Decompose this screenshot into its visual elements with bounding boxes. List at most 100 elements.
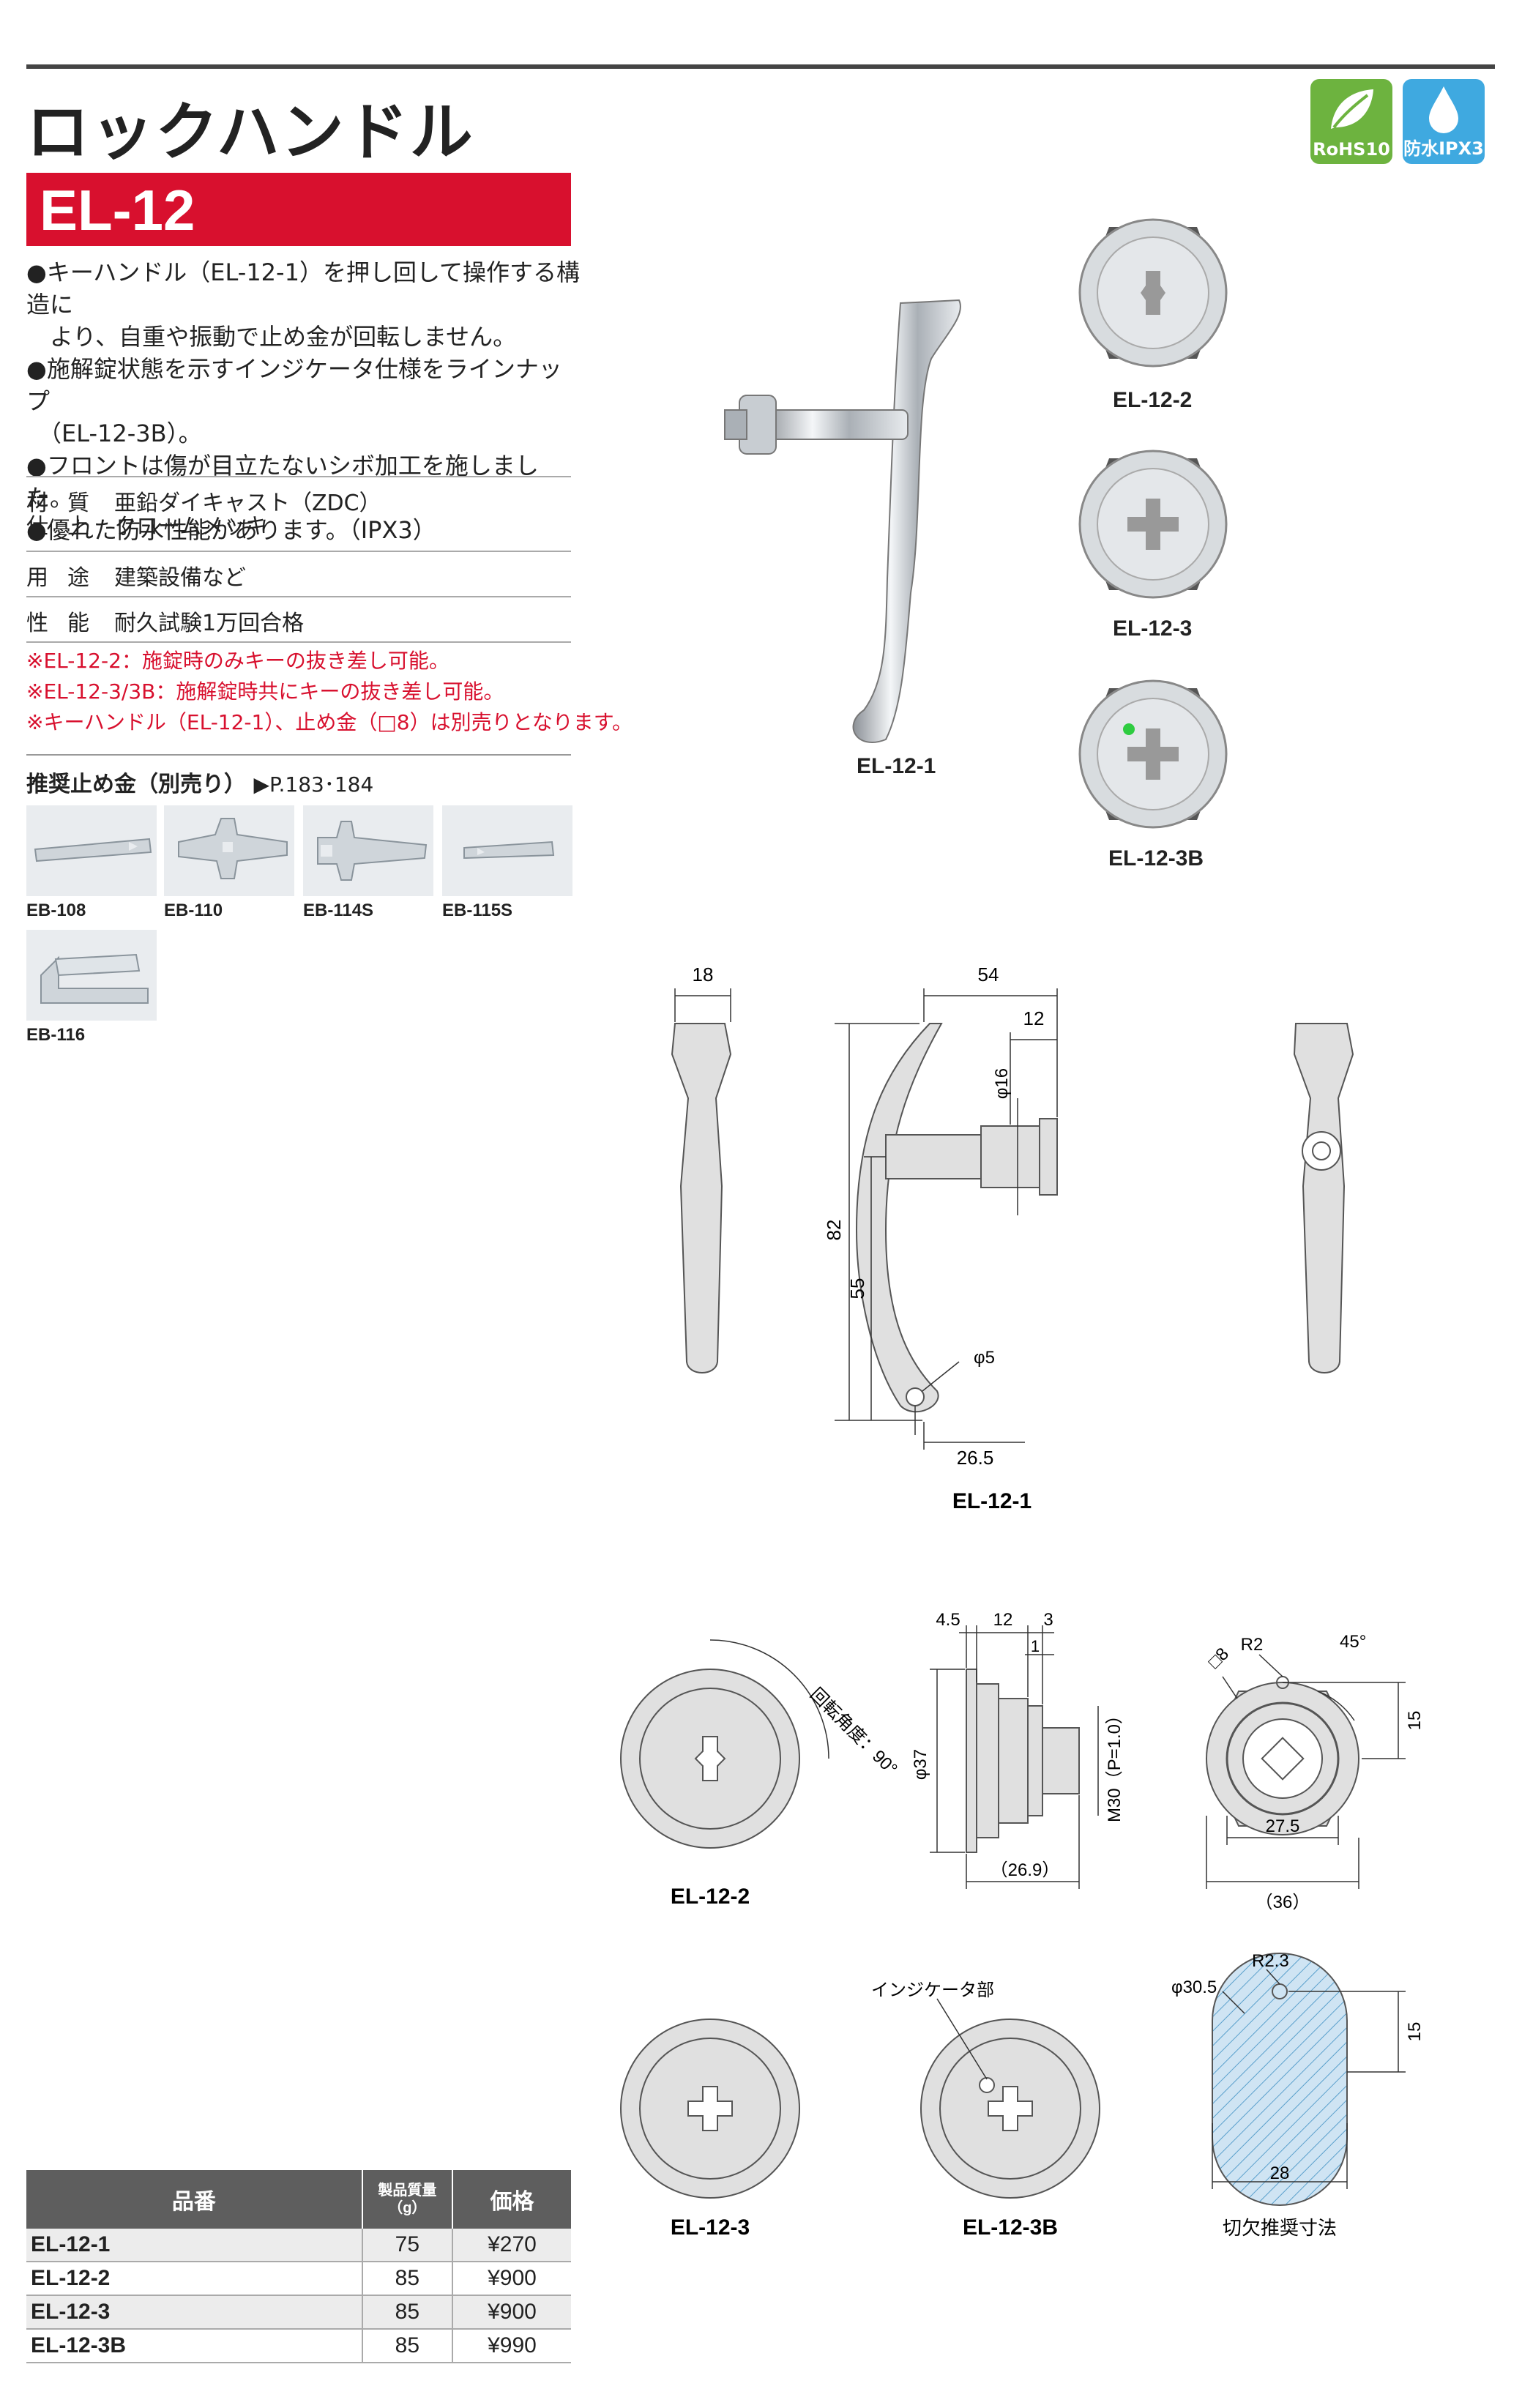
cell-part: EL-12-2 (26, 2262, 362, 2296)
header-price: 価格 (452, 2170, 571, 2229)
indicator-label: インジケータ部 (871, 1980, 994, 2000)
model-banner: EL-12 (26, 173, 571, 246)
table-row: EL-12-3B 85 ¥990 (26, 2329, 571, 2363)
dim-label: 4.5 (936, 1610, 960, 1630)
dim-label: 1 (1031, 1637, 1040, 1655)
drawing-label: EL-12-3B (963, 2215, 1058, 2240)
indicator-dot (1123, 723, 1135, 735)
feature-line: ●フロントは傷が目立たないシボ加工を施しました。 (26, 452, 539, 512)
dim-label: 55 (846, 1278, 868, 1300)
key-faces-drawing: EL-12-3 インジケータ部 EL-12-3B R2.3 φ30.5 15 2… (620, 1951, 1425, 2240)
stopper-label: EB-108 (26, 901, 86, 920)
spec-row-material: 材質 亜鉛ダイキャスト（ZDC） 仕上 クロームメッキ (26, 476, 571, 552)
page-reference: ▶P.183･184 (253, 772, 374, 797)
cylinder-el-12-2-photo (1078, 218, 1228, 368)
photo-label: EL-12-1 (857, 754, 936, 778)
dim-label: 15 (1405, 2022, 1425, 2042)
dim-label: （26.9） (991, 1860, 1060, 1880)
recommended-heading: 推奨止め金（別売り） ▶P.183･184 (26, 766, 373, 798)
cell-weight: 85 (361, 2262, 452, 2296)
drawing-label: EL-12-3 (671, 2215, 750, 2240)
price-table: 品番 製品質量（g） 価格 EL-12-1 75 ¥270 EL-12-2 85… (26, 2170, 571, 2363)
divider (26, 754, 571, 756)
dim-label: 15 (1405, 1711, 1425, 1731)
spec-value: 耐久試験1万回合格 (114, 611, 305, 636)
spec-key: 仕上 (26, 514, 108, 540)
recommended-title: 推奨止め金（別売り） (26, 772, 246, 797)
table-row: EL-12-3 85 ¥900 (26, 2295, 571, 2330)
note-line: ※EL-12-2：施錠時のみキーの抜き差し可能。 (26, 649, 449, 673)
dim-label: 54 (978, 963, 999, 985)
handle-photo (724, 299, 961, 743)
spec-key: 用途 (26, 565, 108, 591)
stopper-label: EB-116 (26, 1025, 86, 1045)
dim-label: φ16 (992, 1068, 1012, 1099)
table-row: EL-12-2 85 ¥900 (26, 2262, 571, 2296)
spec-key: 材質 (26, 491, 108, 516)
stopper-thumb-eb116 (26, 930, 157, 1021)
cell-weight: 85 (361, 2329, 452, 2363)
model-number: EL-12 (40, 178, 195, 242)
dim-label: φ5 (974, 1348, 995, 1368)
weight-unit: （g） (388, 2200, 427, 2216)
water-drop-icon (1429, 86, 1458, 133)
dim-label: R2 (1241, 1635, 1264, 1655)
spec-value: 亜鉛ダイキャスト（ZDC） (114, 491, 381, 516)
cell-part: EL-12-3 (26, 2295, 362, 2330)
photo-label: EL-12-2 (1113, 388, 1193, 412)
feature-list: ●キーハンドル（EL-12-1）を押し回して操作する構造に より、自重や振動で止… (26, 256, 583, 546)
dim-label: 12 (993, 1610, 1013, 1630)
stopper-label: EB-114S (303, 901, 374, 920)
photo-label: EL-12-3 (1113, 616, 1193, 641)
dim-label: 28 (1270, 2163, 1290, 2183)
note-line: ※EL-12-3/3B：施解錠時共にキーの抜き差し可能。 (26, 679, 504, 704)
spec-table: 材質 亜鉛ダイキャスト（ZDC） 仕上 クロームメッキ 用途 建築設備など 性能… (26, 476, 571, 643)
drawing-label: EL-12-1 (952, 1489, 1032, 1513)
cell-price: ¥900 (451, 2262, 571, 2296)
cylinder-drawing: 回転角度：90° EL-12-2 4.5 12 3 1 φ37 M30（P=1.… (620, 1610, 1425, 1912)
spec-value: 建築設備など (114, 565, 246, 591)
stopper-thumb-eb108 (26, 805, 157, 896)
header-part: 品番 (26, 2170, 363, 2229)
stopper-icon (463, 840, 555, 860)
dim-label: 3 (1043, 1610, 1053, 1630)
weight-title: 製品質量 (378, 2183, 437, 2199)
drawing-label: EL-12-2 (671, 1885, 750, 1909)
cylinder-el-12-3b-photo (1078, 679, 1228, 829)
feature-line: （EL-12-3B）。 (26, 420, 202, 447)
cell-weight: 85 (361, 2295, 452, 2330)
cylinder-el-12-3-photo (1078, 450, 1228, 599)
page-title: ロックハンドル (26, 96, 474, 169)
rohs-badge: RoHS10 (1310, 79, 1392, 164)
stopper-icon (34, 838, 152, 862)
feature-line: ●施解錠状態を示すインジケータ仕様をラインナップ (26, 355, 562, 415)
dim-label: φ37 (911, 1749, 930, 1780)
feature-line: ●キーハンドル（EL-12-1）を押し回して操作する構造に (26, 258, 580, 318)
table-row: EL-12-1 75 ¥270 (26, 2229, 571, 2262)
dim-label: 45° (1340, 1632, 1366, 1652)
stopper-icon (40, 953, 149, 1004)
cell-price: ¥270 (451, 2229, 571, 2262)
dim-label: 82 (823, 1220, 845, 1241)
top-rule (26, 64, 1495, 69)
ipx3-label: 防水IPX3 (1403, 138, 1484, 159)
cell-weight: 75 (361, 2229, 452, 2262)
ipx3-badge: 防水IPX3 (1403, 79, 1485, 164)
dim-label: （36） (1256, 1893, 1310, 1912)
dim-label: M30（P=1.0） (1105, 1707, 1124, 1822)
dim-label: R2.3 (1252, 1951, 1289, 1971)
stopper-icon (178, 818, 288, 879)
note-line: ※キーハンドル（EL-12-1）、止め金（□8）は別売りとなります。 (26, 710, 633, 734)
spec-row-usage: 用途 建築設備など (26, 552, 571, 597)
cell-price: ¥900 (451, 2295, 571, 2330)
stopper-label: EB-115S (442, 901, 513, 920)
stopper-thumb-eb114s (303, 805, 433, 896)
leaf-icon (1331, 89, 1373, 129)
dim-label: □8 (1204, 1644, 1233, 1672)
cell-price: ¥990 (451, 2329, 571, 2363)
dim-label: φ30.5 (1171, 1978, 1217, 1997)
handle-drawing: 18 54 12 φ16 82 55 φ5 26.5 EL-12-1 (671, 963, 1354, 1513)
spec-row-performance: 性能 耐久試験1万回合格 (26, 597, 571, 643)
rohs-label: RoHS10 (1313, 139, 1390, 160)
dim-label: 12 (1023, 1007, 1045, 1029)
